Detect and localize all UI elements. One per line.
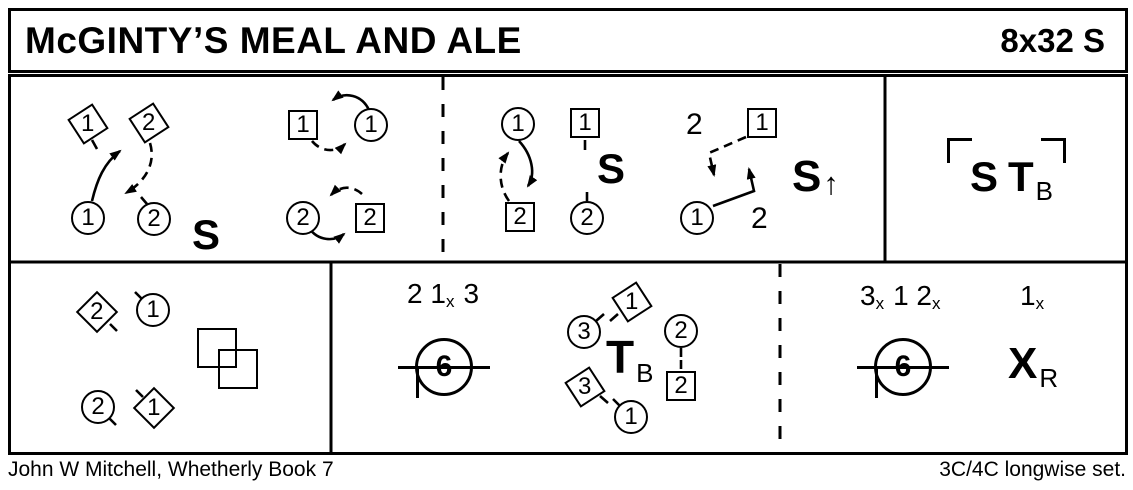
dance-signature: 8x32 S	[1000, 21, 1105, 59]
promenade-square-icon	[218, 349, 258, 389]
square-token-2: 2	[355, 203, 385, 233]
promenade-square-icon	[197, 328, 237, 368]
circle-token-2: 2	[286, 201, 320, 235]
turn-both-hands-label: TB	[606, 331, 654, 388]
circle-token-2: 2	[81, 390, 115, 424]
deviser-credit: John W Mitchell, Whetherly Book 7	[8, 458, 334, 481]
circle-token-2: 2	[664, 314, 698, 348]
dance-title: McGINTY’S MEAL AND ALE	[25, 19, 522, 61]
circle-token-1: 1	[354, 108, 388, 142]
set-label: S	[192, 211, 221, 258]
title-bar: McGINTY’S MEAL AND ALE 8x32 S	[8, 8, 1128, 73]
square-token-2: 2	[666, 371, 696, 401]
corner-bracket-right	[1041, 138, 1066, 163]
position-number: 2	[686, 108, 703, 141]
square-token-1: 1	[570, 108, 600, 138]
diagram-grid-border	[8, 74, 1128, 455]
set-advancing-label: S↑	[792, 152, 839, 201]
circle-six-tail	[875, 367, 878, 398]
circle-six-bar	[857, 366, 949, 369]
position-number: 2	[751, 202, 768, 235]
circle-token-3: 3	[567, 315, 601, 349]
cross-right-label: XR	[1008, 339, 1059, 393]
circle-six-tail	[416, 367, 419, 398]
set-type: 3C/4C longwise set.	[939, 458, 1126, 481]
circle-token-1: 1	[136, 293, 170, 327]
square-token-1: 1	[288, 110, 318, 140]
corner-bracket-left	[947, 138, 972, 163]
circle-token-2: 2	[137, 202, 171, 236]
circle-token-1: 1	[71, 201, 105, 235]
circle-token-1: 1	[680, 201, 714, 235]
circle-token-2: 2	[570, 201, 604, 235]
square-token-1: 1	[747, 108, 777, 138]
square-token-2: 2	[505, 202, 535, 232]
up-arrow-icon: ↑	[823, 166, 839, 201]
circle-six-bar	[398, 366, 490, 369]
circle-token-1: 1	[501, 107, 535, 141]
circle-token-1: 1	[614, 400, 648, 434]
progression-order: 1x	[1020, 280, 1045, 313]
set-label: S	[597, 145, 626, 192]
